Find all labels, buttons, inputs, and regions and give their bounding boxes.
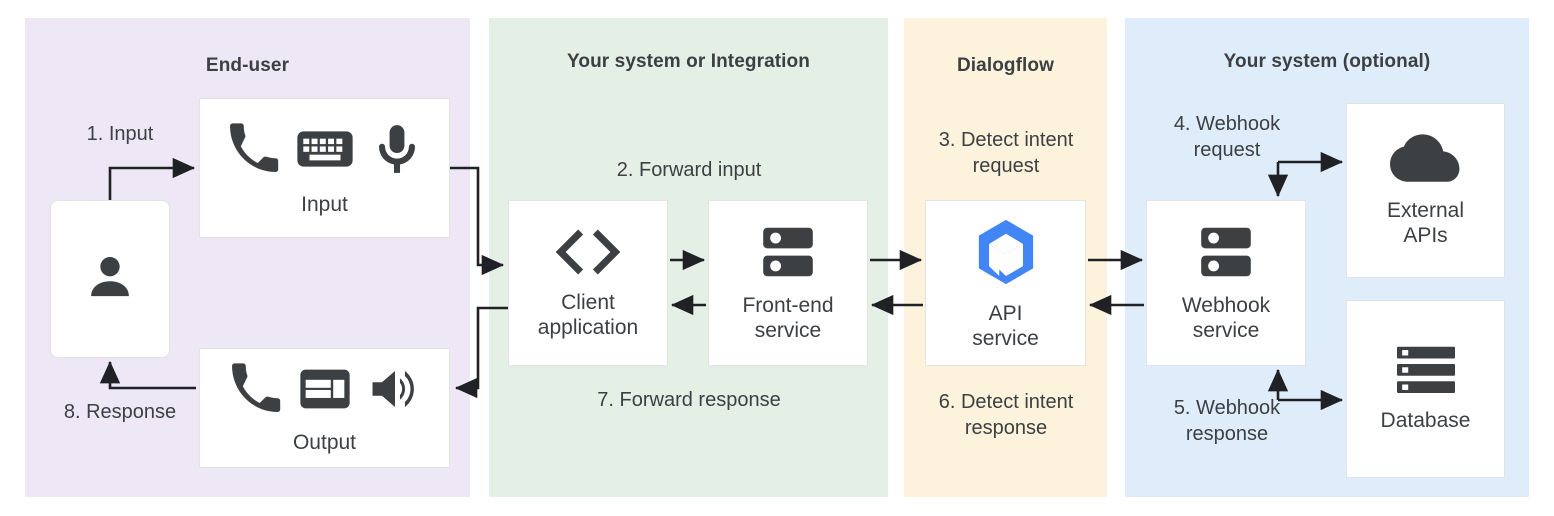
panel-title-end-user: End-user — [205, 55, 290, 76]
step-label-5: 5. Webhook response — [1173, 397, 1281, 445]
panel-title-dialogflow: Dialogflow — [956, 55, 1055, 76]
step-label-2: 2. Forward input — [616, 159, 762, 181]
node-front-end-service[interactable]: Front-end service — [708, 200, 868, 366]
node-client-application-label: Client application — [537, 290, 639, 339]
panel-title-optional: Your system (optional) — [1223, 51, 1431, 72]
database-icon — [1393, 344, 1459, 401]
step-label-4: 4. Webhook request — [1173, 113, 1281, 161]
node-webhook-service-label: Webhook service — [1181, 293, 1271, 342]
microphone-icon — [370, 122, 424, 181]
node-front-end-service-label: Front-end service — [742, 293, 834, 342]
step-label-7: 7. Forward response — [597, 389, 781, 411]
server-icon — [1195, 223, 1257, 286]
cloud-icon — [1388, 132, 1464, 191]
node-input-label: Input — [301, 193, 348, 217]
phone-icon — [226, 122, 280, 181]
step-label-6: 6. Detect intent response — [938, 391, 1074, 439]
person-icon — [83, 250, 137, 309]
step-label-1: 1. Input — [86, 123, 154, 145]
node-output-label: Output — [292, 431, 357, 455]
step-label-8: 8. Response — [63, 401, 177, 423]
node-end-user[interactable] — [50, 200, 170, 358]
node-database[interactable]: Database — [1346, 300, 1505, 478]
node-api-service-label: API service — [972, 301, 1039, 350]
node-webhook-service[interactable]: Webhook service — [1146, 200, 1306, 366]
node-output[interactable]: Output — [199, 348, 450, 468]
dialogflow-logo-icon — [969, 215, 1043, 294]
code-brackets-icon — [553, 226, 623, 283]
node-external-apis-label: External APIs — [1386, 199, 1465, 247]
node-database-label: Database — [1380, 409, 1471, 433]
step-label-3: 3. Detect intent request — [938, 129, 1074, 177]
server-icon — [757, 223, 819, 286]
node-api-service[interactable]: API service — [925, 200, 1086, 366]
phone-icon — [228, 362, 282, 421]
keyboard-icon — [294, 118, 356, 185]
webpage-icon — [296, 360, 354, 423]
node-input[interactable]: Input — [199, 98, 450, 238]
panel-title-your-system: Your system or Integration — [567, 51, 810, 72]
node-client-application[interactable]: Client application — [508, 200, 668, 366]
node-external-apis[interactable]: External APIs — [1346, 103, 1505, 278]
speaker-icon — [368, 362, 422, 421]
